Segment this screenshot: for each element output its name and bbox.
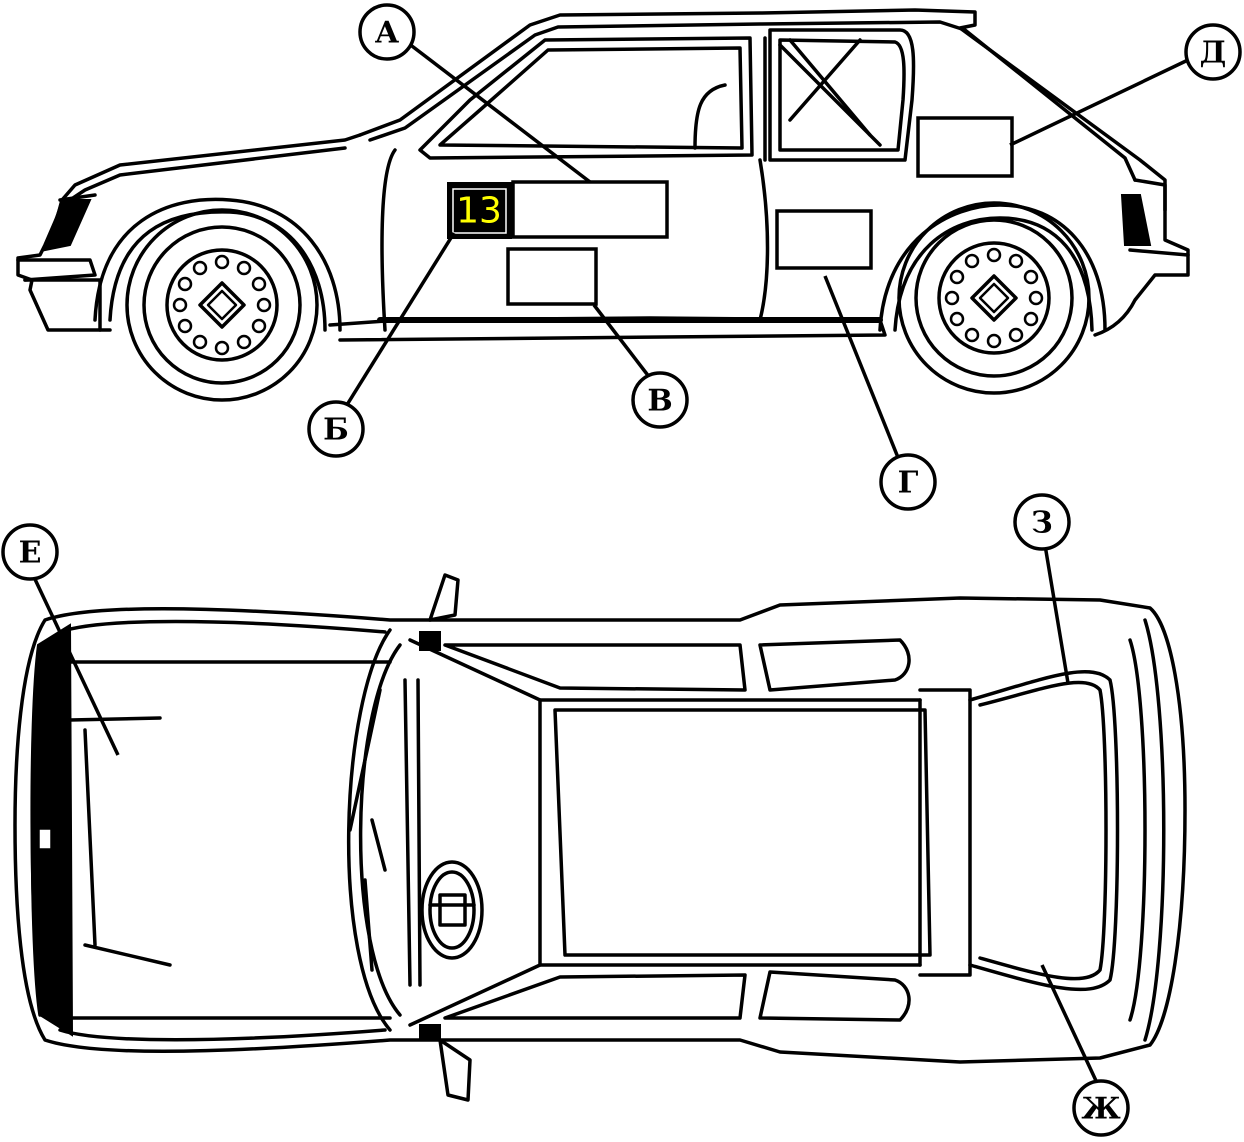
callout-z: З — [1013, 493, 1071, 551]
callout-g-label: Г — [898, 466, 919, 501]
callout-v: В — [631, 371, 689, 429]
callout-a: А — [358, 3, 416, 61]
race-number-plate: 13 — [447, 182, 512, 239]
callout-zh: Ж — [1072, 1079, 1130, 1137]
callout-b-label: Б — [323, 413, 349, 448]
race-number-background — [447, 182, 512, 239]
callout-zh-label: Ж — [1081, 1092, 1121, 1127]
callout-g: Г — [879, 453, 937, 511]
top-view-car — [13, 573, 1187, 1102]
side-view-car — [16, 8, 1190, 402]
callout-d-label: Д — [1200, 36, 1227, 71]
callout-z-label: З — [1031, 506, 1053, 541]
callout-a-label: А — [375, 16, 400, 51]
callout-d: Д — [1184, 23, 1242, 81]
callout-e-label: Е — [19, 536, 42, 571]
zone-v-door-sticker — [506, 247, 598, 306]
race-number-text: 13 — [456, 191, 502, 232]
callout-e: Е — [1, 523, 59, 581]
callout-b: Б — [307, 400, 365, 458]
callout-v-label: В — [647, 384, 672, 419]
zone-a-door-sticker — [511, 180, 669, 239]
zone-g-rear-sticker — [775, 209, 873, 270]
zone-d-rear-window-sticker — [916, 116, 1014, 178]
